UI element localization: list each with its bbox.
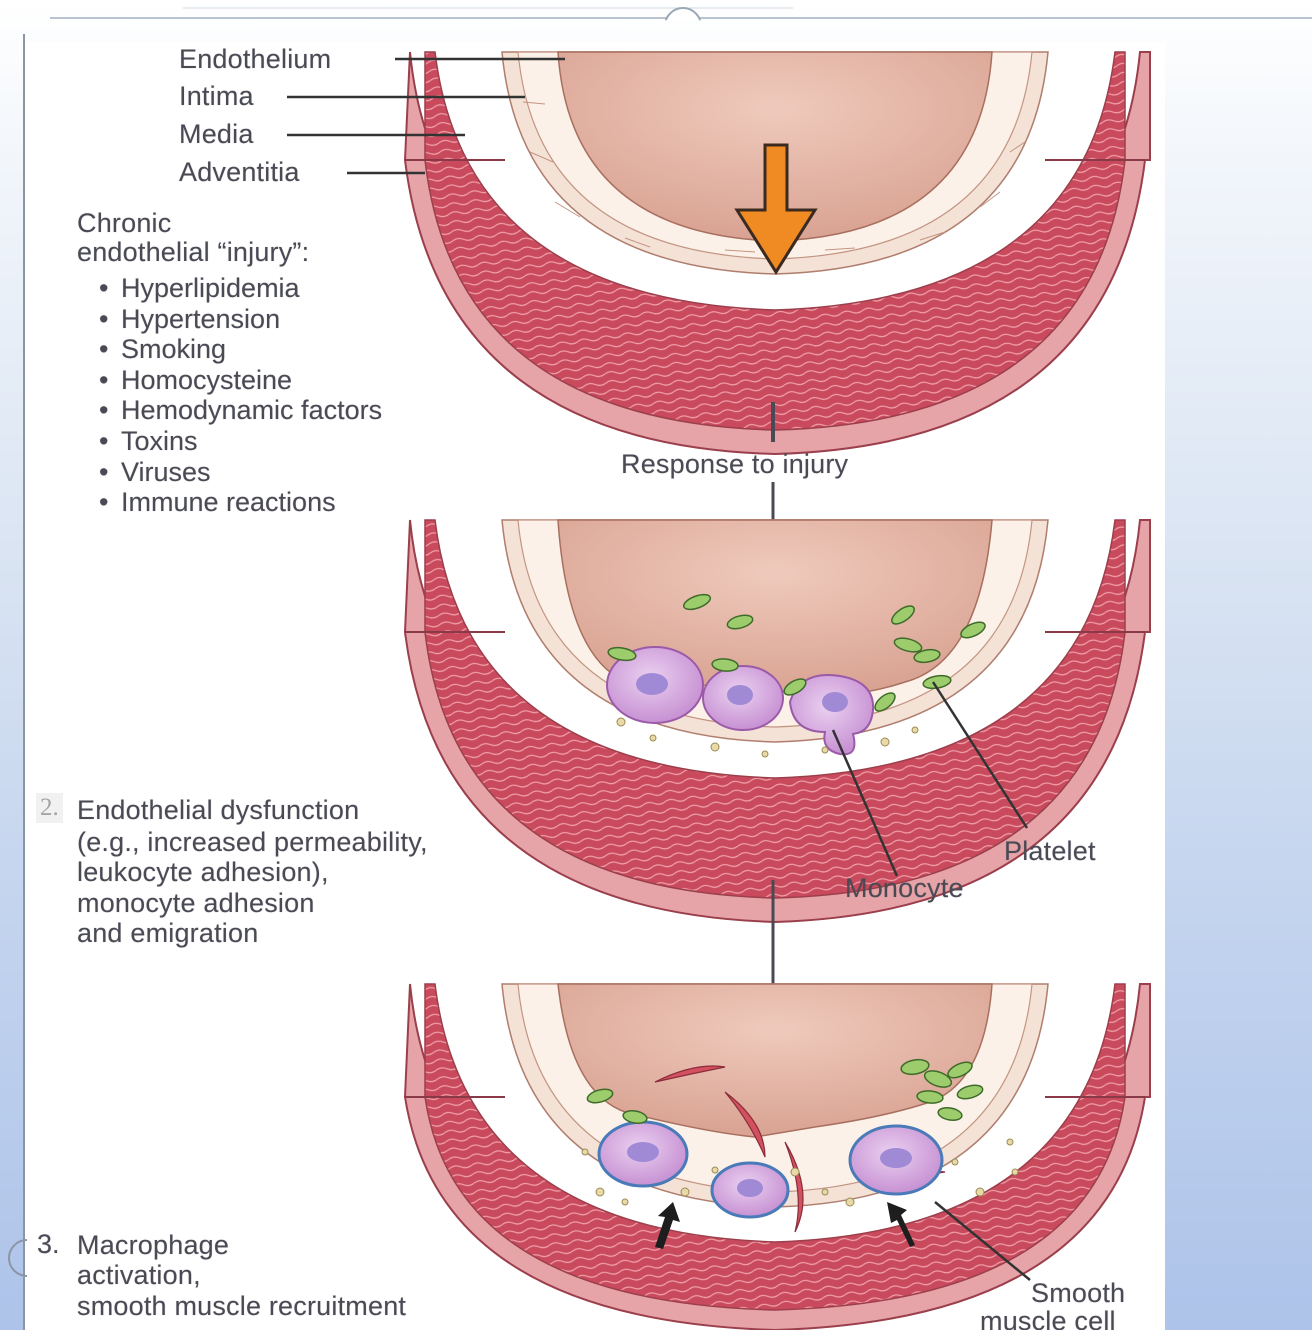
- label-smooth-muscle-line1: Smooth: [1031, 1278, 1125, 1308]
- step3-number: 3.: [37, 1229, 60, 1259]
- label-monocyte: Monocyte: [845, 873, 964, 903]
- injury-causes-list: Hyperlipidemia Hypertension Smoking Homo…: [95, 273, 382, 518]
- response-to-injury-label: Response to injury: [621, 449, 848, 479]
- label-intima: Intima: [179, 81, 254, 111]
- list-item: Immune reactions: [95, 487, 382, 518]
- list-item: Viruses: [95, 457, 382, 488]
- list-item: Toxins: [95, 426, 382, 457]
- list-item: Hypertension: [95, 304, 382, 335]
- label-adventitia: Adventitia: [179, 157, 300, 187]
- list-item: Smoking: [95, 334, 382, 365]
- list-item: Homocysteine: [95, 365, 382, 396]
- step3-line-2: activation,: [77, 1260, 201, 1290]
- step2-line-1: Endothelial dysfunction: [77, 795, 359, 825]
- label-smooth-muscle-line2: muscle cell: [980, 1306, 1116, 1330]
- step2-line-5: and emigration: [77, 918, 258, 948]
- step2-line-4: monocyte adhesion: [77, 888, 315, 918]
- top-resize-handle[interactable]: [664, 7, 702, 45]
- step3-line-3: smooth muscle recruitment: [77, 1291, 406, 1321]
- atherosclerosis-figure: Endothelium Intima Media Adventitia Chro…: [25, 42, 1165, 1330]
- step2-line-3: leukocyte adhesion),: [77, 857, 329, 887]
- top-rule-light: [183, 7, 793, 9]
- injury-heading-line2: endothelial “injury”:: [77, 237, 309, 267]
- step2-number: 2.: [36, 793, 63, 823]
- list-item: Hyperlipidemia: [95, 273, 382, 304]
- injury-heading-line1: Chronic: [77, 208, 171, 238]
- artery-illustration: [25, 42, 1165, 1330]
- label-endothelium: Endothelium: [179, 44, 331, 74]
- list-item: Hemodynamic factors: [95, 395, 382, 426]
- label-platelet: Platelet: [1004, 836, 1096, 866]
- label-media: Media: [179, 119, 254, 149]
- step3-line-1: Macrophage: [77, 1230, 229, 1260]
- step2-line-2: (e.g., increased permeability,: [77, 827, 428, 857]
